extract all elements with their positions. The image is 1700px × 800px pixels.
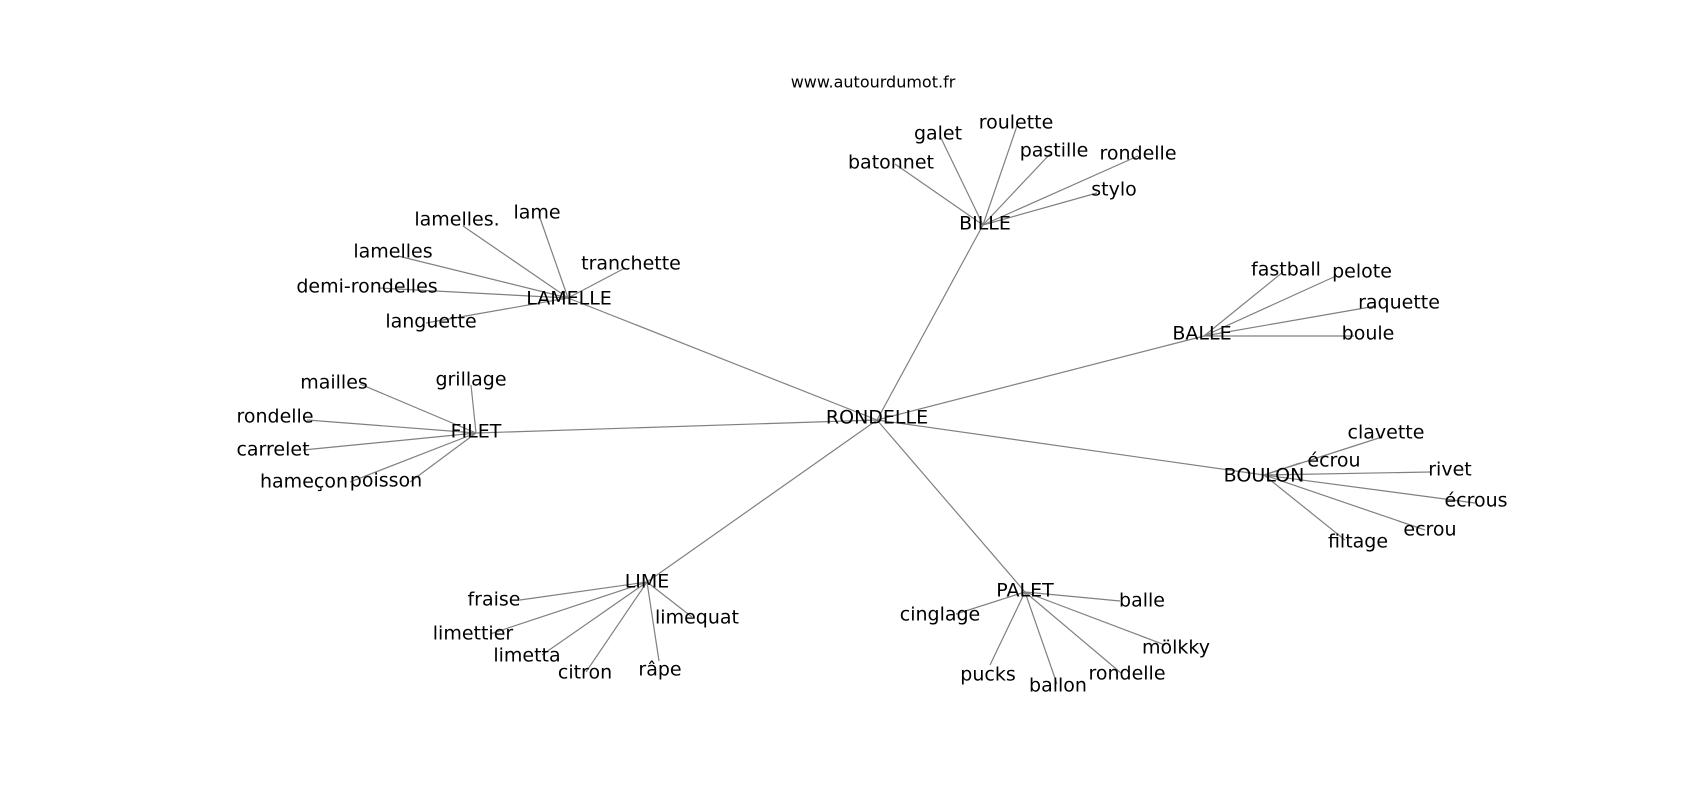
hub-label-lamelle: LAMELLE	[526, 288, 612, 310]
leaf-label-lime-fraise: fraise	[467, 589, 520, 611]
leaf-label-filet-hamecon: hameçon	[260, 471, 348, 493]
leaf-label-lamelle-lamelles: lamelles	[353, 241, 432, 263]
edge-boulon-ecrous	[1263, 474, 1476, 504]
leaf-label-bille-pastille: pastille	[1020, 140, 1089, 162]
leaf-label-lamelle-lame: lame	[513, 202, 560, 224]
leaf-label-lime-limettier: limettier	[433, 623, 514, 645]
edge-boulon-filtage	[1263, 474, 1346, 541]
leaf-label-lime-citron: citron	[558, 662, 612, 684]
edge-lime-limequat	[646, 581, 693, 618]
leaf-label-balle-raquette: raquette	[1358, 292, 1440, 314]
leaf-label-lamelle-demi-rondelles: demi-rondelles	[296, 276, 437, 298]
edge-balle-fastball	[1203, 271, 1284, 337]
leaf-label-balle-fastball: fastball	[1251, 259, 1321, 281]
leaf-label-filet-rondelle: rondelle	[236, 406, 313, 428]
leaf-label-filet-grillage: grillage	[435, 369, 506, 391]
edge-center-lime	[646, 419, 878, 583]
edge-lime-citron	[585, 581, 648, 673]
edge-balle-raquette	[1203, 305, 1377, 337]
edge-palet-balle	[1024, 591, 1121, 602]
edge-palet-molkky	[1024, 591, 1166, 646]
leaf-label-boulon-ecrou: ecrou	[1403, 519, 1456, 541]
edge-lamelle-lamelles	[462, 225, 569, 299]
leaf-label-lime-limetta: limetta	[493, 645, 560, 667]
hub-label-lime: LIME	[625, 571, 670, 593]
leaf-label-filet-poisson: poisson	[350, 470, 422, 492]
leaf-label-boulon-clavette: clavette	[1348, 422, 1425, 444]
leaf-label-bille-roulette: roulette	[979, 112, 1054, 134]
edge-balle-pelote	[1203, 275, 1337, 337]
edge-filet-hamecon	[349, 432, 477, 483]
edge-boulon-ecrou	[1263, 462, 1301, 476]
edge-boulon-rivet	[1263, 471, 1431, 476]
leaf-label-palet-molkky: mölkky	[1142, 637, 1210, 659]
edge-lime-limetta	[541, 581, 648, 656]
leaf-label-palet-ballon: ballon	[1029, 675, 1087, 697]
leaf-label-filet-mailles: mailles	[300, 372, 368, 394]
leaf-label-lime-rape: râpe	[638, 659, 681, 681]
edge-boulon-ecrou	[1263, 474, 1426, 531]
leaf-label-lamelle-lamelles: lamelles.	[414, 209, 499, 231]
leaf-label-palet-pucks: pucks	[960, 664, 1015, 686]
leaf-label-boulon-ecrous: écrous	[1444, 490, 1507, 512]
leaf-label-bille-batonnet: batonnet	[848, 152, 934, 174]
leaf-label-balle-pelote: pelote	[1332, 261, 1392, 283]
edge-filet-poisson	[409, 432, 477, 483]
leaf-label-lamelle-languette: languette	[385, 311, 476, 333]
edge-filet-carrelet	[302, 432, 477, 451]
leaf-label-bille-rondelle: rondelle	[1099, 143, 1176, 165]
leaf-label-palet-cinglage: cinglage	[900, 604, 981, 626]
leaf-label-bille-galet: galet	[914, 123, 962, 145]
edge-palet-cinglage	[955, 591, 1026, 615]
edge-center-filet	[475, 419, 878, 434]
leaf-label-boulon-rivet: rivet	[1428, 459, 1471, 481]
edge-palet-rondelle	[1024, 591, 1122, 674]
edge-bille-rondelle	[982, 155, 1139, 226]
leaf-label-lamelle-tranchette: tranchette	[581, 253, 681, 275]
edge-lime-fraise	[519, 581, 648, 601]
edge-lime-limettier	[489, 581, 648, 635]
hub-label-filet: FILET	[451, 421, 502, 443]
edge-lime-rape	[646, 581, 660, 662]
edge-palet-ballon	[1024, 591, 1058, 685]
leaf-label-boulon-filtage: filtage	[1328, 531, 1388, 553]
edge-filet-mailles	[359, 383, 477, 434]
hub-label-balle: BALLE	[1172, 323, 1231, 345]
leaf-label-bille-stylo: stylo	[1091, 179, 1137, 201]
leaf-label-palet-rondelle: rondelle	[1088, 663, 1165, 685]
leaf-label-boulon-ecrou: écrou	[1307, 450, 1360, 472]
edge-center-balle	[876, 335, 1205, 421]
edge-bille-pastille	[982, 153, 1051, 226]
edge-center-lamelle	[567, 297, 878, 421]
edge-lamelle-tranchette	[567, 267, 626, 299]
leaf-label-filet-carrelet: carrelet	[236, 439, 309, 461]
website-label: www.autourdumot.fr	[791, 73, 956, 92]
hub-label-bille: BILLE	[959, 213, 1011, 235]
edge-lamelle-languette	[425, 297, 569, 324]
edge-palet-pucks	[989, 591, 1026, 666]
hub-label-palet: PALET	[996, 580, 1054, 602]
edge-filet-grillage	[470, 384, 477, 434]
edge-center-palet	[876, 419, 1026, 593]
hub-label-boulon: BOULON	[1224, 465, 1305, 487]
graph-edges	[302, 122, 1476, 685]
edge-center-bille	[876, 224, 984, 421]
edge-center-boulon	[876, 419, 1265, 476]
edge-bille-galet	[939, 135, 984, 226]
leaf-label-balle-boule: boule	[1342, 323, 1395, 345]
center-node-label: RONDELLE	[826, 407, 928, 429]
edge-bille-batonnet	[894, 163, 984, 226]
edge-lamelle-lame	[539, 217, 569, 299]
edge-bille-stylo	[982, 192, 1098, 226]
leaf-label-palet-balle: balle	[1119, 590, 1165, 612]
edge-filet-rondelle	[306, 419, 477, 434]
graph-labels: www.autourdumot.fr RONDELLE BILLE galet rou…	[236, 73, 1507, 697]
edge-bille-roulette	[982, 122, 1019, 226]
leaf-label-lime-limequat: limequat	[655, 607, 739, 629]
edge-lamelle-demi-rondelles	[377, 287, 569, 299]
edge-lamelle-lamelles	[397, 255, 569, 299]
